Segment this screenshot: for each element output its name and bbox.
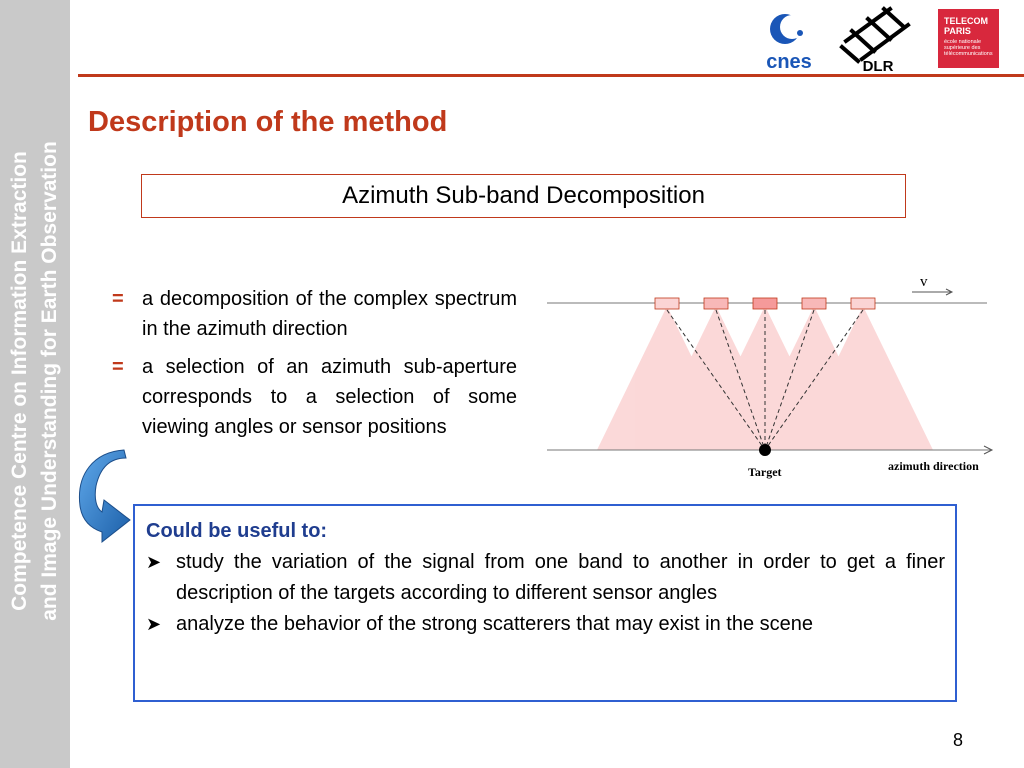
azimuth-axis-label: azimuth direction [888,459,979,473]
page-number: 8 [953,730,964,750]
velocity-label: v [920,274,928,290]
line-of-sight [715,309,766,451]
method-bullets: = a decomposition of the complex spectru… [112,284,517,450]
sidebar-caption: Competence Centre on Information Extract… [5,141,65,621]
target-point [759,444,771,456]
sensor-position [850,297,876,310]
target-label: Target [748,465,782,479]
bullet-text: a decomposition of the complex spectrum … [142,288,517,340]
useful-item: ➤ study the variation of the signal from… [146,547,945,609]
beam-cone [646,306,786,450]
sensor-position [801,297,827,310]
telecom-paris-logo: TELECOM PARIS école nationale supérieure… [938,9,999,68]
useful-heading: Could be useful to: [146,520,328,542]
bullet-item: = a decomposition of the complex spectru… [112,284,517,344]
sensor-position [703,297,729,310]
beam-cone [744,306,884,450]
telecom-logo-line-2: PARIS [944,26,971,36]
useful-item-text: analyze the behavior of the strong scatt… [176,613,814,635]
cnes-logo-text: cnes [766,51,812,72]
bullet-text: a selection of an azimuth sub-aperture c… [142,356,517,438]
subtitle-box: Azimuth Sub-band Decomposition [141,174,906,218]
useful-item-text: study the variation of the signal from o… [176,551,945,604]
arrow-bullet-icon: ➤ [146,552,162,572]
telecom-logo-line-3: école nationale supérieure des télécommu… [944,39,993,57]
sensor-position [654,297,680,310]
beam-cone [597,306,737,450]
sidebar-line-1: Competence Centre on Information Extract… [8,151,31,611]
dlr-logo: DLR [839,6,911,73]
velocity-arrowhead [945,288,954,296]
slide-title: Description of the method [88,106,448,138]
ground-axis-arrowhead [983,445,994,455]
subaperture-diagram: v Target azimuth direction [547,274,994,479]
useful-item: ➤ analyze the behavior of the strong sca… [146,609,945,640]
header-divider [78,74,1024,77]
telecom-logo-line-1: TELECOM [944,16,988,26]
beam-cone [695,306,835,450]
line-of-sight [666,309,766,451]
sensor-position [752,297,778,310]
equals-marker: = [112,288,124,310]
useful-list: ➤ study the variation of the signal from… [146,547,945,640]
useful-box: Could be useful to: ➤ study the variatio… [133,504,957,702]
arrow-bullet-icon: ➤ [146,614,162,634]
sidebar: Competence Centre on Information Extract… [0,0,70,768]
equals-marker: = [112,356,124,378]
cnes-logo: cnes [766,14,812,72]
dlr-logo-text: DLR [863,58,894,73]
beam-cone [793,306,933,450]
curved-arrow-icon [78,449,131,544]
line-of-sight [764,309,815,451]
sidebar-line-2: and Image Understanding for Earth Observ… [38,141,61,621]
line-of-sight [764,309,864,451]
bullet-item: = a selection of an azimuth sub-aperture… [112,352,517,442]
